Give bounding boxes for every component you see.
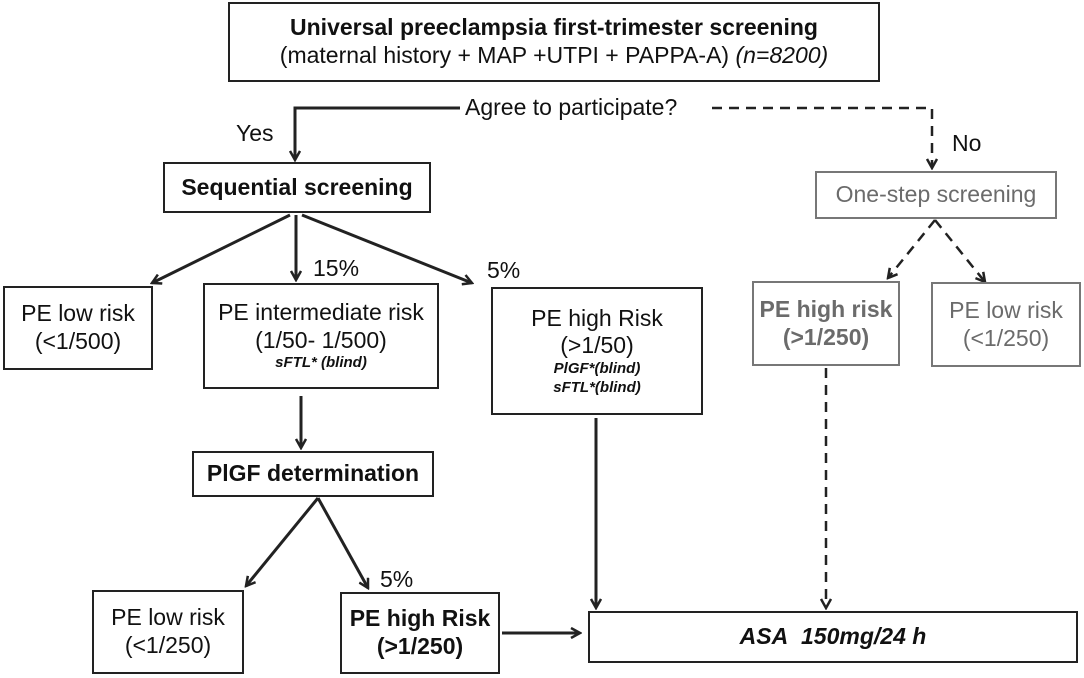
- one-step-high-risk-label: PE high risk: [759, 295, 893, 322]
- pe-low-risk-250-threshold: (<1/250): [124, 632, 212, 658]
- asa-dose-label: ASA 150mg/24 h: [740, 623, 927, 651]
- pe-high-risk-250-box: PE high Risk (>1/250): [340, 592, 500, 674]
- universal-screening-box: Universal preeclampsia first-trimester s…: [228, 2, 880, 82]
- pe-low-risk-250-box: PE low risk (<1/250): [92, 590, 244, 674]
- arrow-to-low2: [246, 497, 320, 586]
- universal-screening-subtitle: (maternal history + MAP +UTPI + PAPPA-A)…: [279, 42, 829, 68]
- no-connector: [712, 106, 932, 168]
- asa-box: ASA 150mg/24 h: [588, 611, 1078, 663]
- pe-high-risk-50-box: PE high Risk (>1/50) PlGF*(blind) sFTL*(…: [491, 287, 703, 415]
- arrow-to-high1: [301, 213, 472, 283]
- pe-intermediate-risk-note: sFTL* (blind): [275, 354, 367, 372]
- pe-high-risk-50-note-sftl: sFTL*(blind): [553, 378, 641, 396]
- sample-size: (n=8200): [735, 42, 829, 68]
- sequential-screening-box: Sequential screening: [163, 162, 431, 213]
- arrow-to-high2: [316, 497, 370, 588]
- pe-high-risk-250-threshold: (>1/250): [376, 633, 464, 659]
- universal-screening-title: Universal preeclampsia first-trimester s…: [290, 14, 818, 41]
- asa-dose: 150mg/24 h: [801, 623, 927, 650]
- one-step-screening-box: One-step screening: [815, 171, 1057, 219]
- yes-label: Yes: [236, 120, 274, 146]
- plgf-determination-box: PlGF determination: [192, 451, 434, 497]
- percent-high2: 5%: [380, 566, 414, 592]
- sequential-screening-label: Sequential screening: [181, 173, 413, 200]
- no-label: No: [952, 130, 982, 156]
- one-step-high-risk-threshold: (>1/250): [782, 323, 870, 350]
- one-step-low-risk-box: PE low risk (<1/250): [931, 282, 1081, 367]
- pe-high-risk-50-threshold: (>1/50): [560, 332, 634, 359]
- asa-drug: ASA: [739, 623, 789, 650]
- one-step-high-risk-box: PE high risk (>1/250): [752, 281, 900, 366]
- pe-high-risk-250-label: PE high Risk: [349, 605, 491, 632]
- pe-intermediate-risk-threshold: (1/50- 1/500): [255, 326, 387, 353]
- one-step-screening-label: One-step screening: [835, 181, 1037, 208]
- pe-low-risk-500-threshold: (<1/500): [34, 328, 122, 354]
- arrow-to-os-low: [934, 219, 985, 282]
- percent-intermediate: 15%: [313, 255, 360, 281]
- participation-question: Agree to participate?: [465, 94, 678, 120]
- arrow-to-os-high: [888, 219, 936, 278]
- pe-low-risk-500-label: PE low risk: [21, 300, 135, 327]
- arrow-to-low1: [152, 213, 291, 283]
- pe-intermediate-risk-box: PE intermediate risk (1/50- 1/500) sFTL*…: [203, 283, 439, 389]
- one-step-low-risk-threshold: (<1/250): [962, 324, 1050, 351]
- one-step-low-risk-label: PE low risk: [949, 296, 1063, 323]
- plgf-determination-label: PlGF determination: [206, 460, 420, 487]
- yes-connector: [295, 106, 460, 160]
- pe-intermediate-risk-label: PE intermediate risk: [218, 299, 424, 326]
- pe-high-risk-50-note-plgf: PlGF*(blind): [553, 359, 641, 377]
- pe-low-risk-250-label: PE low risk: [111, 604, 225, 631]
- pe-low-risk-500-box: PE low risk (<1/500): [3, 286, 153, 370]
- percent-high1: 5%: [487, 257, 521, 283]
- pe-high-risk-50-label: PE high Risk: [531, 304, 663, 331]
